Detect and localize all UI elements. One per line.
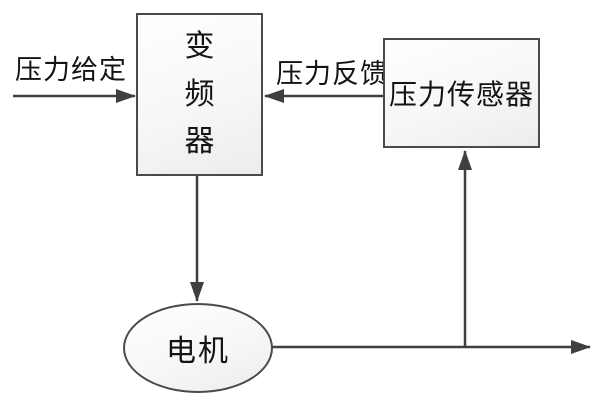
motor-node: 电机 xyxy=(123,303,273,393)
pressure-sensor-node-label: 压力传感器 xyxy=(388,78,534,111)
pressure-setpoint-label: 压力给定 xyxy=(15,55,127,86)
inverter-node-label: 变频器 xyxy=(184,29,215,160)
pressure-sensor-node: 压力传感器 xyxy=(383,38,540,148)
inverter-node: 变频器 xyxy=(136,13,263,176)
pressure-feedback-label: 压力反馈 xyxy=(276,59,388,90)
motor-node-label: 电机 xyxy=(166,334,230,369)
